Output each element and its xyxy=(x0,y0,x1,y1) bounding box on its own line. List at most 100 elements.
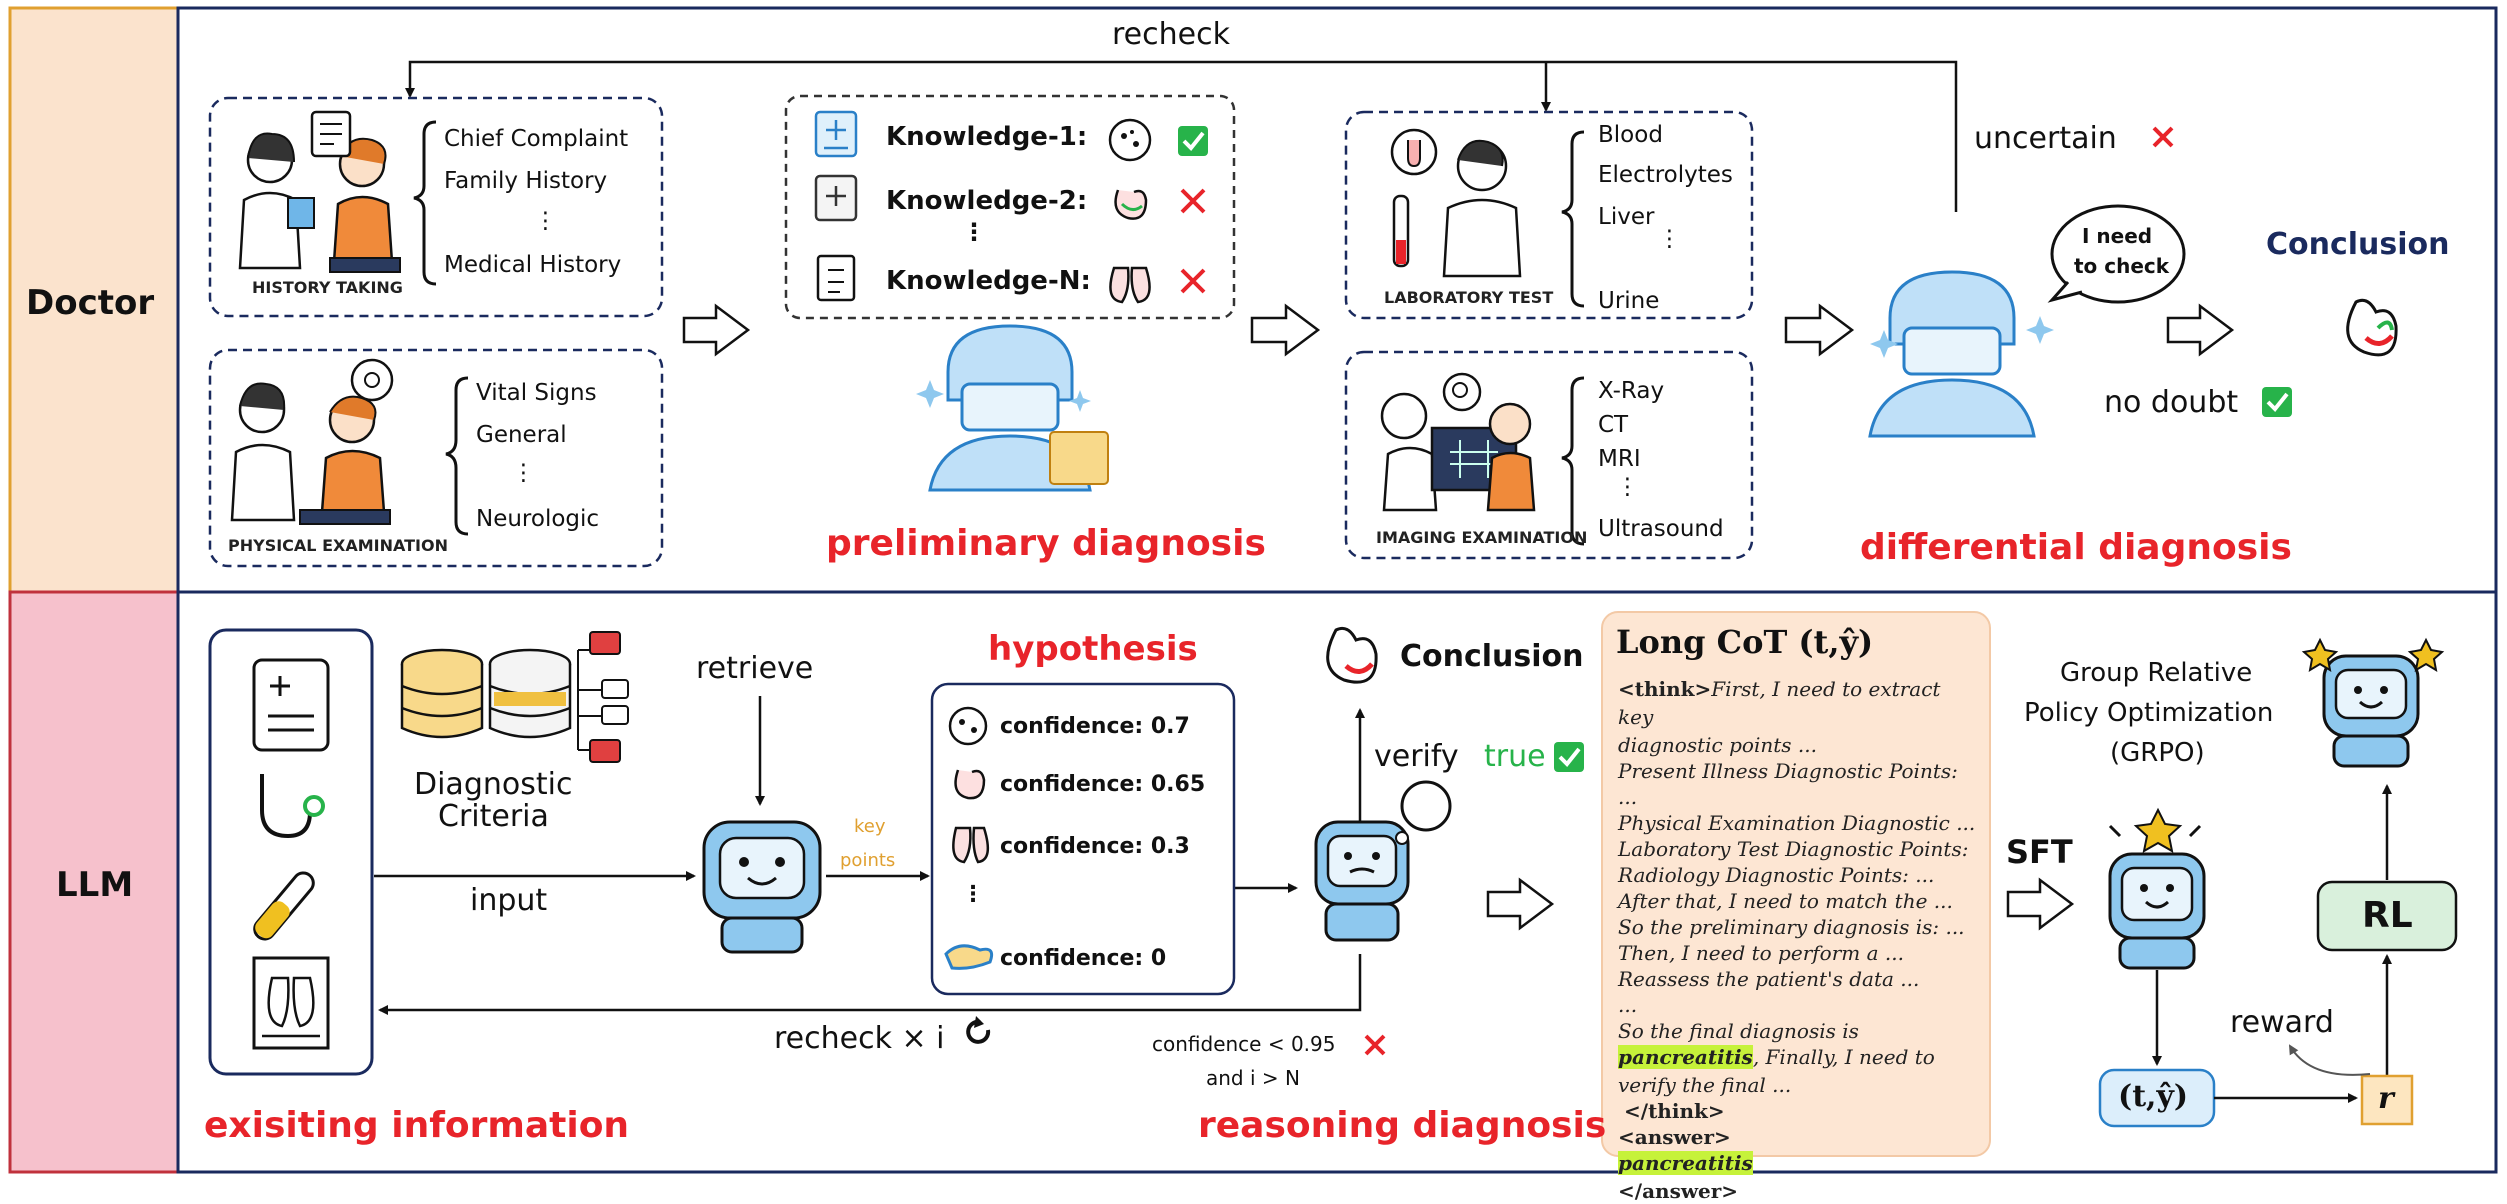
doctor-row-label: Doctor xyxy=(26,283,155,323)
clipboard-icon xyxy=(252,658,330,752)
lab-caption: LABORATORY TEST xyxy=(1384,288,1554,307)
cot-think-open: <think> xyxy=(1618,677,1712,701)
lab-test-box xyxy=(1344,110,1754,320)
sft-label: SFT xyxy=(2006,833,2073,871)
cot-think-close: </think> xyxy=(1624,1099,1725,1123)
verify-label: verify xyxy=(1374,739,1459,774)
ty-label: (t,ŷ) xyxy=(2118,1079,2189,1114)
cot-line-12: So the final diagnosis is xyxy=(1618,1019,1859,1043)
lab-brace xyxy=(1561,130,1585,308)
cot-line-11: ... xyxy=(1618,993,1638,1017)
cot-line-7: After that, I need to match the ... xyxy=(1618,889,1953,913)
doctor-row-panel xyxy=(176,6,2498,594)
preliminary-diagnosis-label: preliminary diagnosis xyxy=(826,523,1266,564)
history-item-1: Chief Complaint xyxy=(444,126,629,152)
doctor-patient-physical-icon xyxy=(230,358,394,525)
criteria-line-2: Criteria xyxy=(438,799,549,834)
llm-row-label: LLM xyxy=(56,865,134,905)
knowledge-n-label: Knowledge-N: xyxy=(886,266,1091,296)
lung-xray-icon xyxy=(252,956,330,1050)
input-label: input xyxy=(470,883,548,918)
ai-robot-reasoning-icon xyxy=(1314,780,1452,942)
knowledge-status-icons xyxy=(1178,126,1208,294)
knowledge-ellipsis: ⋮ xyxy=(962,218,986,246)
confidence-2: confidence: 0.65 xyxy=(1000,772,1206,797)
physical-caption: PHYSICAL EXAMINATION xyxy=(228,536,448,555)
no-doubt-check-icon xyxy=(2262,387,2292,417)
history-taking-box xyxy=(208,96,664,318)
arrow-to-cot xyxy=(1486,877,1555,931)
imaging-item-2: CT xyxy=(1598,412,1629,438)
diagram: Doctor LLM recheck HISTORY TAKING Chief … xyxy=(8,6,2498,1203)
arrow-to-differential xyxy=(1784,303,1855,357)
knowledge-2-label: Knowledge-2: xyxy=(886,186,1088,216)
speech-line-1: I need xyxy=(2082,224,2153,248)
knowledge-1-label: Knowledge-1: xyxy=(886,122,1088,152)
physical-brace xyxy=(445,376,469,536)
true-check-icon xyxy=(1554,742,1584,772)
imaging-item-5: Ultrasound xyxy=(1598,516,1724,542)
ai-robot-grpo-icon xyxy=(2301,637,2445,768)
lab-scientist-icon xyxy=(1390,128,1522,278)
llm-conclusion-label: Conclusion xyxy=(1400,639,1584,674)
key-points-line-2: points xyxy=(840,850,896,871)
physical-item-2: General xyxy=(476,422,567,448)
arrow-to-lab xyxy=(1250,303,1321,357)
cot-line-4: Physical Examination Diagnostic ... xyxy=(1618,811,1976,835)
history-item-4: Medical History xyxy=(444,252,622,278)
physical-item-3: ⋮ xyxy=(512,460,535,486)
cot-line-8: So the preliminary diagnosis is: ... xyxy=(1618,915,1965,939)
long-cot-box xyxy=(1601,611,1991,1157)
hypothesis-organ-icons xyxy=(944,706,994,970)
r-label: r xyxy=(2378,1081,2394,1116)
lab-item-2: Electrolytes xyxy=(1598,162,1733,188)
history-item-2: Family History xyxy=(444,168,608,194)
cot-answer-close: </answer> xyxy=(1618,1179,1739,1203)
cot-line-3: Present Illness Diagnostic Points: ... xyxy=(1618,759,1958,809)
llm-row-label-bg xyxy=(8,590,180,1174)
cot-line-10: Reassess the patient's data ... xyxy=(1618,967,1920,991)
diagram-canvas xyxy=(8,6,2498,1174)
r-box xyxy=(2360,1074,2414,1126)
organ-icons-knowledge xyxy=(1108,118,1152,304)
lab-item-4: ⋮ xyxy=(1658,226,1681,252)
database-icon xyxy=(400,631,629,763)
uncertain-label: uncertain xyxy=(1974,121,2117,156)
physical-item-4: Neurologic xyxy=(476,506,600,532)
knowledge-doc-icons xyxy=(814,110,858,302)
ai-robot-sft-icon xyxy=(2108,807,2206,970)
grpo-line-2: Policy Optimization xyxy=(2024,698,2274,728)
retrieve-label: retrieve xyxy=(696,651,814,686)
cot-after-pancreatitis: , Finally, I need to xyxy=(1752,1045,1935,1069)
cot-pancreatitis-1: pancreatitis xyxy=(1618,1045,1753,1069)
differential-diagnosis-label: differential diagnosis xyxy=(1860,527,2292,568)
doctor-row-label-bg xyxy=(8,6,180,594)
speech-line-2: to check xyxy=(2074,254,2170,278)
confidence-3: confidence: 0.3 xyxy=(1000,834,1190,859)
arrow-to-knowledge xyxy=(682,303,751,357)
preliminary-doctor-icon xyxy=(916,324,1109,492)
true-label: true xyxy=(1484,739,1546,774)
cot-text-block: <think>First, I need to extract key diag… xyxy=(1618,676,1982,1204)
test-tube-icon xyxy=(253,871,315,941)
cot-line-9: Then, I need to perform a ... xyxy=(1618,941,1904,965)
rl-box xyxy=(2316,880,2458,952)
existing-info-box xyxy=(208,628,374,1076)
sft-arrow xyxy=(2006,877,2075,931)
recheck-loop-line xyxy=(405,60,1958,212)
arrow-to-conclusion xyxy=(2166,303,2235,357)
condition-x-icon xyxy=(1364,1034,1386,1056)
ai-robot-input-icon xyxy=(702,820,822,954)
stethoscope-icon xyxy=(260,774,325,839)
imaging-radiologist-icon xyxy=(1380,372,1536,512)
uncertain-x-icon xyxy=(2152,126,2174,148)
llm-recheck-line xyxy=(378,954,1362,1015)
physical-item-1: Vital Signs xyxy=(476,380,597,406)
condition-line-1: confidence < 0.95 xyxy=(1152,1032,1336,1056)
cot-line-1: First, I need to extract key xyxy=(1618,677,1941,729)
refresh-icon xyxy=(966,1019,991,1044)
physical-exam-box xyxy=(208,348,664,568)
cot-line-6: Radiology Diagnostic Points: ... xyxy=(1618,863,1935,887)
speech-bubble-icon xyxy=(2047,204,2186,304)
confidence-1: confidence: 0.7 xyxy=(1000,714,1190,739)
